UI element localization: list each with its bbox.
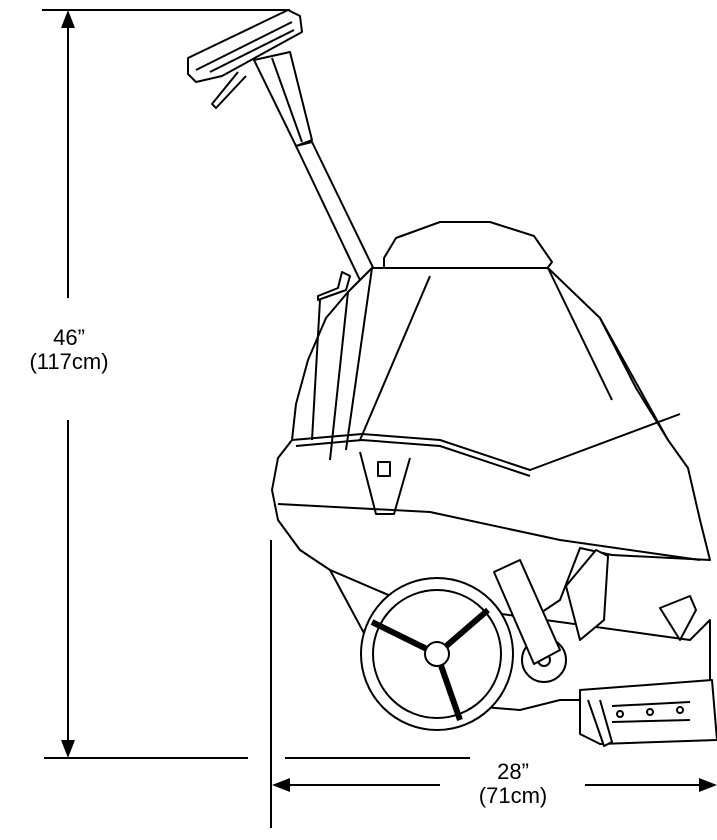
bracket-latch	[377, 461, 391, 477]
height-imperial: 46”	[53, 325, 85, 350]
dimension-arrowheads	[61, 10, 717, 792]
front-shroud-2	[659, 595, 697, 641]
arrow-up-icon	[61, 10, 75, 28]
handle-trigger	[211, 71, 247, 109]
deck-bolt-2	[646, 708, 654, 716]
width-imperial: 28”	[497, 759, 529, 784]
arrow-down-icon	[61, 740, 75, 758]
front-shroud	[565, 549, 609, 641]
handle-upper-detail	[271, 57, 303, 143]
pivot-arm	[493, 559, 561, 665]
deck-linkage	[587, 699, 613, 747]
dimension-lines	[42, 9, 705, 828]
tank-body	[271, 267, 711, 621]
tank-upper-seam-2	[295, 439, 531, 477]
front-bracket	[359, 451, 411, 515]
arrow-left-icon	[272, 778, 290, 792]
arrow-right-icon	[699, 778, 717, 792]
tank-facet-lines	[329, 267, 669, 461]
hose-hook	[317, 271, 351, 301]
deck-bolt-3	[676, 706, 684, 714]
tank-lower-seam	[277, 503, 701, 561]
carpet-extractor-machine	[187, 9, 717, 747]
handle-upper-section	[253, 51, 313, 147]
hose-hook-post	[311, 299, 321, 441]
width-dimension-label: 28” (71cm)	[448, 760, 578, 808]
width-metric: (71cm)	[478, 783, 548, 808]
wheel-hub	[424, 641, 450, 667]
height-metric: (117cm)	[29, 349, 109, 374]
handle-grip-detail	[195, 21, 295, 73]
tank-upper-seam	[291, 413, 681, 471]
height-dimension-label: 46” (117cm)	[0, 326, 138, 374]
deck-bolt-1	[616, 710, 624, 718]
brush-deck-detail	[611, 701, 691, 723]
